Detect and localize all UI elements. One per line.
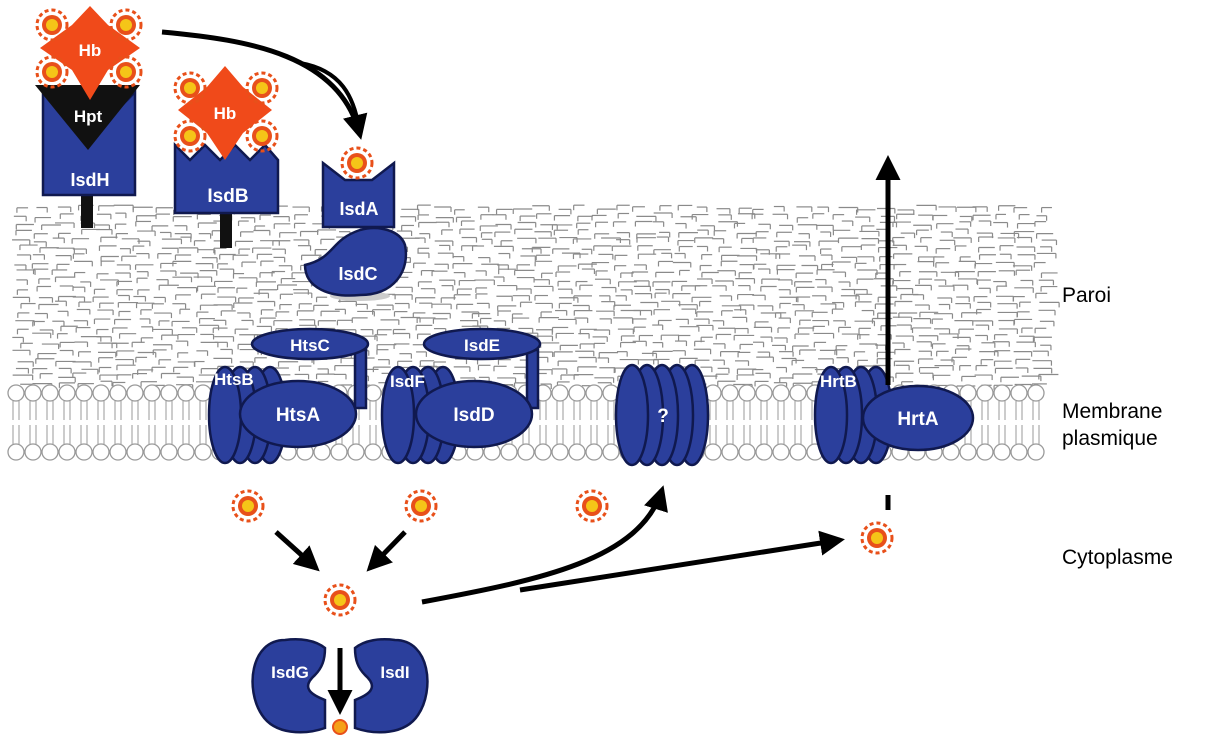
isdf-label: IsdF	[390, 372, 425, 391]
hb-label: Hb	[79, 41, 102, 60]
arrow-heme-to-hrt-cyto	[520, 540, 840, 590]
region-label-membrane: Membrane plasmique	[1062, 398, 1162, 453]
unknown-label: ?	[657, 406, 669, 427]
isdb-label: IsdB	[207, 186, 248, 207]
heme-icon	[577, 491, 607, 521]
hrta-label: HrtA	[897, 409, 938, 430]
heme-icon	[325, 585, 355, 615]
heme-icon	[342, 148, 372, 178]
isdi-label: IsdI	[380, 663, 409, 682]
iron-product	[333, 720, 347, 734]
membrane-line-2: plasmique	[1062, 425, 1162, 452]
htsa-label: HtsA	[276, 405, 321, 426]
arrow-isdh-to-isda	[300, 63, 360, 135]
htsb-label: HtsB	[214, 370, 254, 389]
heme-icon	[862, 523, 892, 553]
isda-label: IsdA	[339, 199, 378, 219]
hpt-label: Hpt	[74, 107, 103, 126]
heme-icon	[111, 10, 141, 40]
unknown-transporter: ?	[616, 365, 708, 465]
isde-label: IsdE	[464, 336, 500, 355]
isdc-protein	[305, 228, 406, 295]
isdh-complex: Hpt IsdH Hb	[35, 6, 141, 228]
region-label-wall: Paroi	[1062, 282, 1111, 309]
arrow-isdd-heme	[370, 532, 405, 568]
isdh-label: IsdH	[70, 170, 109, 190]
hb-label: Hb	[214, 104, 237, 123]
isdi-protein	[355, 639, 427, 732]
isdg-label: IsdG	[271, 663, 309, 682]
isda-isdc-complex: IsdA IsdC	[305, 148, 406, 301]
isd-transporter: IsdF IsdE IsdD	[382, 329, 540, 463]
heme-icon	[247, 73, 277, 103]
heme-icon	[111, 57, 141, 87]
arrow-htsa-heme	[276, 532, 316, 568]
region-label-cytoplasm: Cytoplasme	[1062, 544, 1173, 571]
isdd-label: IsdD	[453, 405, 494, 426]
hrtb-label: HrtB	[820, 372, 857, 391]
htsc-label: HtsC	[290, 336, 330, 355]
isdc-label: IsdC	[338, 264, 377, 284]
free-hemes	[233, 491, 892, 615]
isdb-complex: IsdB Hb	[175, 66, 278, 248]
hts-transporter: HtsB HtsC HtsA	[209, 329, 368, 463]
heme-icon	[233, 491, 263, 521]
isdg-protein	[253, 639, 325, 732]
membrane-line-1: Membrane	[1062, 398, 1162, 425]
heme-icon	[406, 491, 436, 521]
